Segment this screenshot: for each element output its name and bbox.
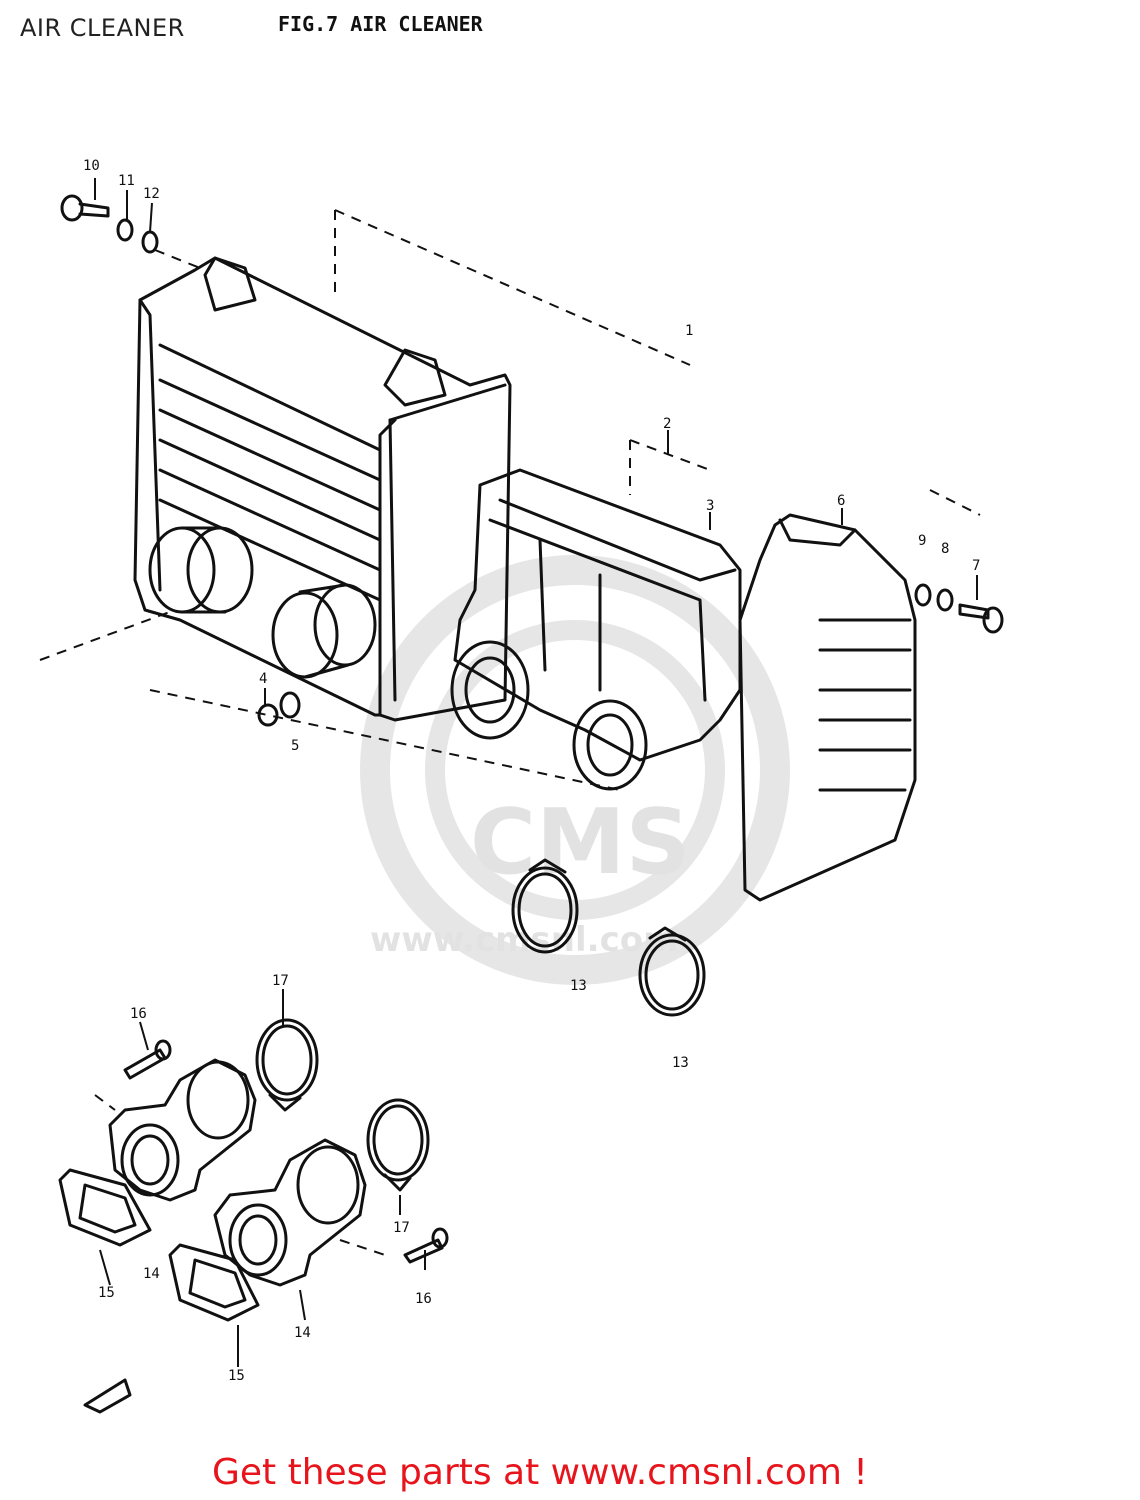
callout-8: 8 — [941, 541, 949, 557]
callout-13-lower: 13 — [672, 1055, 689, 1071]
bolt-16-lower — [403, 1227, 449, 1264]
callout-14-lower: 14 — [294, 1325, 311, 1341]
buy-parts-link[interactable]: Get these parts at www.cmsnl.com ! — [212, 1452, 868, 1493]
washer-11 — [116, 218, 134, 242]
callout-15-lower: 15 — [228, 1368, 245, 1384]
bolt-7 — [958, 603, 1004, 634]
page-title: AIR CLEANER — [20, 14, 185, 42]
callout-10: 10 — [83, 158, 100, 174]
clamp-17-lower — [366, 1098, 430, 1192]
callout-17-lower: 17 — [393, 1220, 410, 1236]
front-arrow-icon — [83, 1378, 132, 1414]
callout-4: 4 — [259, 671, 267, 687]
air-cleaner-case — [133, 256, 512, 722]
callout-7: 7 — [972, 558, 980, 574]
callout-1: 1 — [685, 323, 693, 339]
intake-pipe-lower — [213, 1138, 367, 1287]
figure-title: FIG.7 AIR CLEANER — [278, 12, 483, 36]
callout-14-upper: 14 — [143, 1266, 160, 1282]
intake-pipe-upper — [108, 1058, 257, 1202]
callout-17-upper: 17 — [272, 973, 289, 989]
callout-15-upper: 15 — [98, 1285, 115, 1301]
air-cleaner-cover — [738, 513, 917, 902]
callout-13-upper: 13 — [570, 978, 587, 994]
callout-5: 5 — [291, 738, 299, 754]
gasket-15-lower — [168, 1243, 260, 1322]
washer-9 — [914, 583, 932, 607]
clamp-17-upper — [255, 1018, 319, 1112]
washer-12 — [141, 230, 159, 254]
callout-16-upper: 16 — [130, 1006, 147, 1022]
gasket-15-upper — [58, 1168, 152, 1247]
callout-6: 6 — [837, 493, 845, 509]
callout-11: 11 — [118, 173, 135, 189]
bolt-10 — [60, 194, 110, 222]
clamp-13-lower — [638, 926, 706, 1017]
clamp-13-upper — [511, 858, 579, 954]
washer-8 — [936, 588, 954, 612]
air-filter-element — [450, 468, 742, 791]
washer-5 — [279, 691, 301, 719]
nut-4 — [257, 703, 279, 727]
callout-2: 2 — [663, 416, 671, 432]
callout-3: 3 — [706, 498, 714, 514]
callout-12: 12 — [143, 186, 160, 202]
bolt-16-upper — [123, 1039, 172, 1080]
callout-9: 9 — [918, 533, 926, 549]
callout-16-lower: 16 — [415, 1291, 432, 1307]
